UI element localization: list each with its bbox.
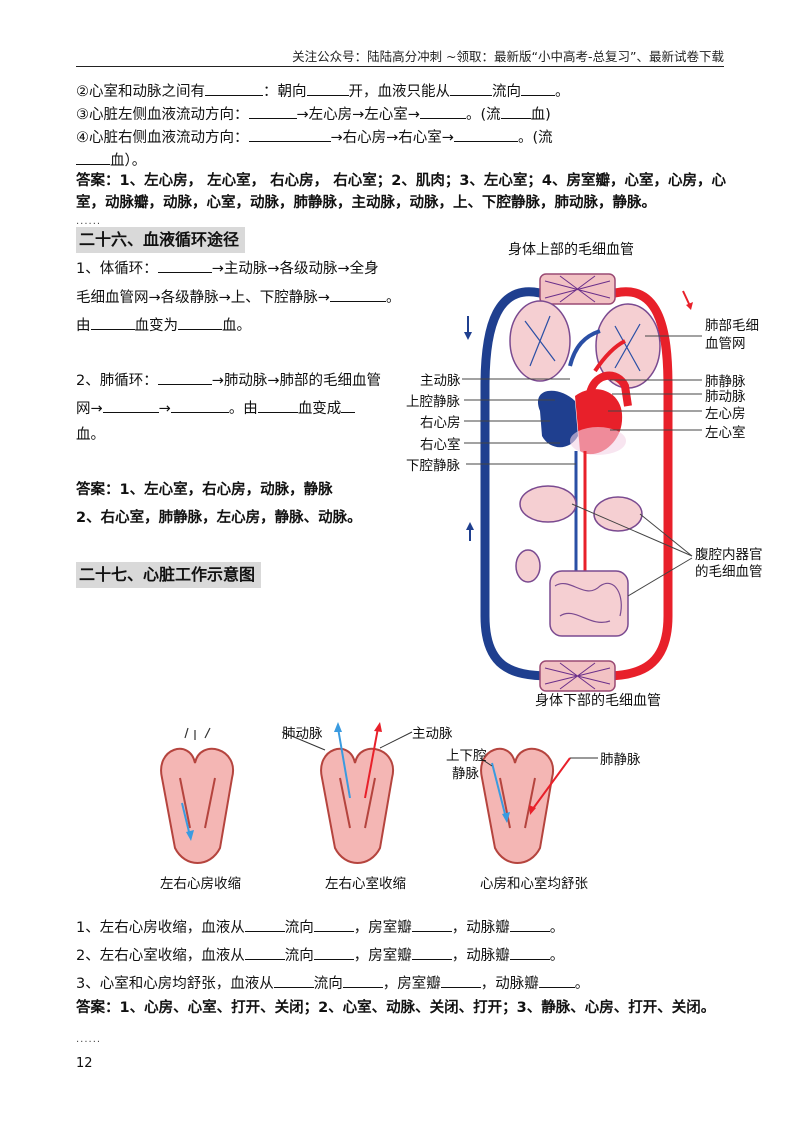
label-superior-vena-cava: 上腔静脉 (406, 394, 460, 410)
systemic-line-2: 毛细血管网→各级静脉→上、下腔静脉→。 (76, 287, 400, 308)
circulation-diagram: 身体上部的毛细血管 身体下部的毛细血管 主动脉 上腔静脉 右心房 右心室 下腔静… (400, 236, 800, 710)
heart-diastole (479, 747, 598, 864)
label-vena-cava-1: 上下腔 (446, 748, 487, 764)
liver (519, 485, 577, 523)
section-26-heading: 二十六、血液循环途径 (76, 227, 246, 253)
circulation-svg (462, 273, 702, 692)
label-pulmonary-artery: 肺动脉 (705, 389, 746, 405)
label-pulmonary-vein: 肺静脉 (705, 374, 746, 390)
heart-atria-contract (160, 727, 235, 864)
question-4-cont: 血）。 (76, 150, 146, 171)
heart-ventricles-contract (281, 722, 413, 864)
label-pulmonary-vein-2: 肺静脉 (600, 752, 641, 768)
label-left-ventricle: 左心室 (705, 425, 746, 441)
label-lung-capillary-2: 血管网 (705, 336, 746, 352)
question-4: ④心脏右侧血液流动方向：→右心房→右心室→。(流 (76, 127, 553, 148)
label-left-atrium: 左心房 (705, 406, 746, 422)
header-rule (76, 66, 724, 67)
page-number: 12 (76, 1056, 93, 1071)
answer-26-line-1: 答案：1、左心室，右心房，动脉，静脉 (76, 482, 333, 498)
question-2: ②心室和动脉之间有：朝向开，血液只能从流向。 (76, 81, 570, 102)
answer-block-top: 答案：1、左心房， 左心室， 右心房， 右心室；2、肌肉；3、左心室；4、房室瓣… (76, 170, 736, 214)
heart-cycle-svg (160, 722, 598, 864)
label-right-atrium: 右心房 (420, 415, 461, 431)
answer-27: 答案：1、心房、心室、打开、关闭；2、心室、动脉、关闭、打开；3、静脉、心房、打… (76, 1000, 716, 1016)
label-upper-capillary: 身体上部的毛细血管 (508, 242, 634, 258)
heart-cycle-diagram: 肺动脉 主动脉 上下腔 静脉 肺静脉 左右心房收缩 左右心室收缩 心房和心室均舒… (150, 718, 650, 898)
answer-line-1: 答案：1、左心房， 左心室， 右心房， 右心室；2、肌肉；3、左心室；4、房室瓣… (76, 173, 726, 189)
vein-loop-left (480, 287, 552, 681)
dots-separator-bottom: ...... (76, 1034, 102, 1045)
systemic-line-1: 1、体循环：→主动脉→各级动脉→全身 (76, 258, 379, 279)
pulmonary-line-3: 血。 (76, 427, 105, 443)
heart-question-3: 3、心室和心房均舒张，血液从流向，房室瓣，动脉瓣。 (76, 973, 589, 994)
artery-loop-right (603, 287, 673, 681)
intestine (549, 570, 629, 637)
caption-atria-contract: 左右心房收缩 (160, 876, 241, 892)
page-header: 关注公众号：陆陆高分冲刺 ~领取：最新版“小中高考-总复习”、最新试卷下载 (292, 49, 724, 64)
label-lower-capillary: 身体下部的毛细血管 (535, 693, 661, 709)
label-pulmonary-artery-2: 肺动脉 (282, 726, 323, 742)
label-lung-capillary-1: 肺部毛细 (705, 318, 759, 334)
question-3: ③心脏左侧血液流动方向：→左心房→左心室→。(流血) (76, 104, 551, 125)
caption-ventricles-contract: 左右心室收缩 (325, 876, 406, 892)
section-27-heading: 二十七、心脏工作示意图 (76, 562, 262, 588)
systemic-line-3: 由血变为血。 (76, 315, 251, 336)
heart-right (538, 390, 578, 448)
answer-26-line-2: 2、右心室，肺静脉，左心房，静脉、动脉。 (76, 510, 362, 526)
label-right-ventricle: 右心室 (420, 437, 461, 453)
heart-question-2: 2、左右心室收缩，血液从流向，房室瓣，动脉瓣。 (76, 945, 564, 966)
stomach (593, 496, 643, 532)
pulmonary-line-1: 2、肺循环：→肺动脉→肺部的毛细血管 (76, 370, 381, 391)
label-aorta: 主动脉 (420, 373, 461, 389)
label-abdominal-capillary-1: 腹腔内器官 (695, 547, 763, 563)
label-vena-cava-2: 静脉 (452, 766, 479, 782)
label-inferior-vena-cava: 下腔静脉 (406, 458, 460, 474)
answer-line-2: 室，动脉瓣，动脉，心室，动脉，肺静脉，主动脉，动脉，上、下腔静脉，肺动脉，静脉。 (76, 195, 656, 211)
label-abdominal-capillary-2: 的毛细血管 (695, 564, 763, 580)
kidney (515, 549, 541, 583)
caption-diastole: 心房和心室均舒张 (480, 876, 588, 892)
label-aorta-2: 主动脉 (412, 726, 453, 742)
dots-separator: ...... (76, 216, 102, 227)
pulmonary-line-2: 网→→。由血变成 (76, 398, 356, 419)
heart-question-1: 1、左右心房收缩，血液从流向，房室瓣，动脉瓣。 (76, 917, 564, 938)
